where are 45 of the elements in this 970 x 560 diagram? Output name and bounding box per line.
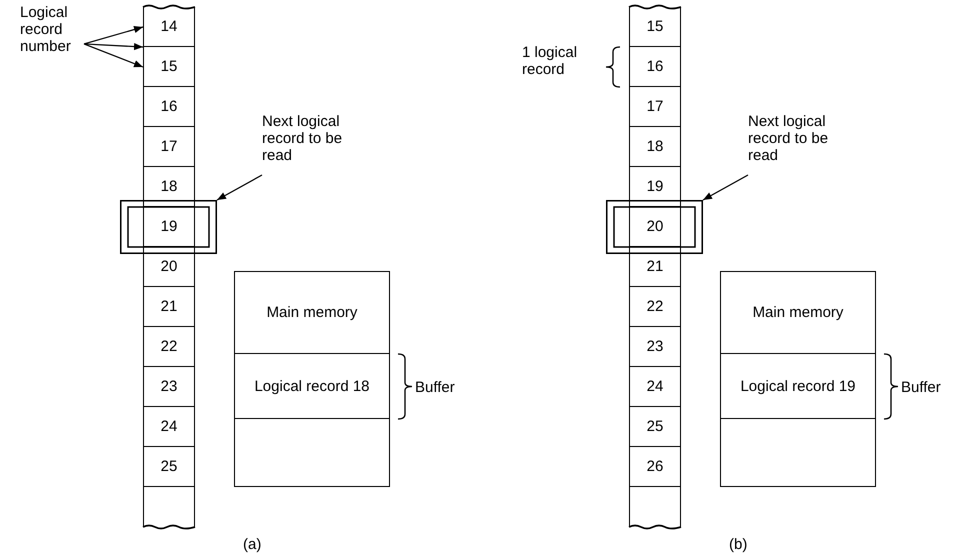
brace-label: 1 logical record	[522, 44, 578, 78]
tape-block: 24	[143, 407, 195, 447]
arrow	[84, 26, 144, 45]
tape-block: 24	[629, 367, 681, 407]
tape-block: 19	[629, 167, 681, 207]
tape-block: 21	[629, 247, 681, 287]
tape-block	[143, 487, 195, 527]
tape-block: 25	[143, 447, 195, 487]
tape-block: 17	[143, 127, 195, 167]
tape-block: 21	[143, 287, 195, 327]
memory-section	[720, 419, 876, 487]
read-window	[120, 200, 217, 254]
read-window	[606, 200, 703, 254]
tape-block: 16	[143, 87, 195, 127]
callout-text: Next logical record to be read	[748, 113, 860, 175]
tape-block: 18	[143, 167, 195, 207]
tape-block: 17	[629, 87, 681, 127]
tape-block: 23	[629, 327, 681, 367]
tape-block: 15	[629, 7, 681, 47]
tape-block: 25	[629, 407, 681, 447]
tape-block: 16	[629, 47, 681, 87]
tape-block: 18	[629, 127, 681, 167]
brace-label: Buffer	[415, 379, 455, 396]
memory-section: Logical record 19	[720, 354, 876, 419]
memory-section: Main memory	[720, 271, 876, 354]
callout-text: Logical record number	[20, 4, 84, 58]
brace-label: Buffer	[901, 379, 941, 396]
tape-block: 15	[143, 47, 195, 87]
arrow	[84, 43, 144, 68]
tape-block: 20	[143, 247, 195, 287]
panel-label: (a)	[243, 536, 262, 553]
tape-block: 14	[143, 7, 195, 47]
tape-block: 22	[629, 287, 681, 327]
arrow	[702, 174, 748, 201]
panel-label: (b)	[729, 536, 748, 553]
memory-section	[234, 419, 390, 487]
arrow	[84, 42, 144, 50]
memory-section: Main memory	[234, 271, 390, 354]
memory-section: Logical record 18	[234, 354, 390, 419]
tape-block: 26	[629, 447, 681, 487]
callout-text: Next logical record to be read	[262, 113, 374, 175]
tape-block	[629, 487, 681, 527]
arrow	[216, 174, 262, 201]
tape-block: 23	[143, 367, 195, 407]
tape-block: 22	[143, 327, 195, 367]
